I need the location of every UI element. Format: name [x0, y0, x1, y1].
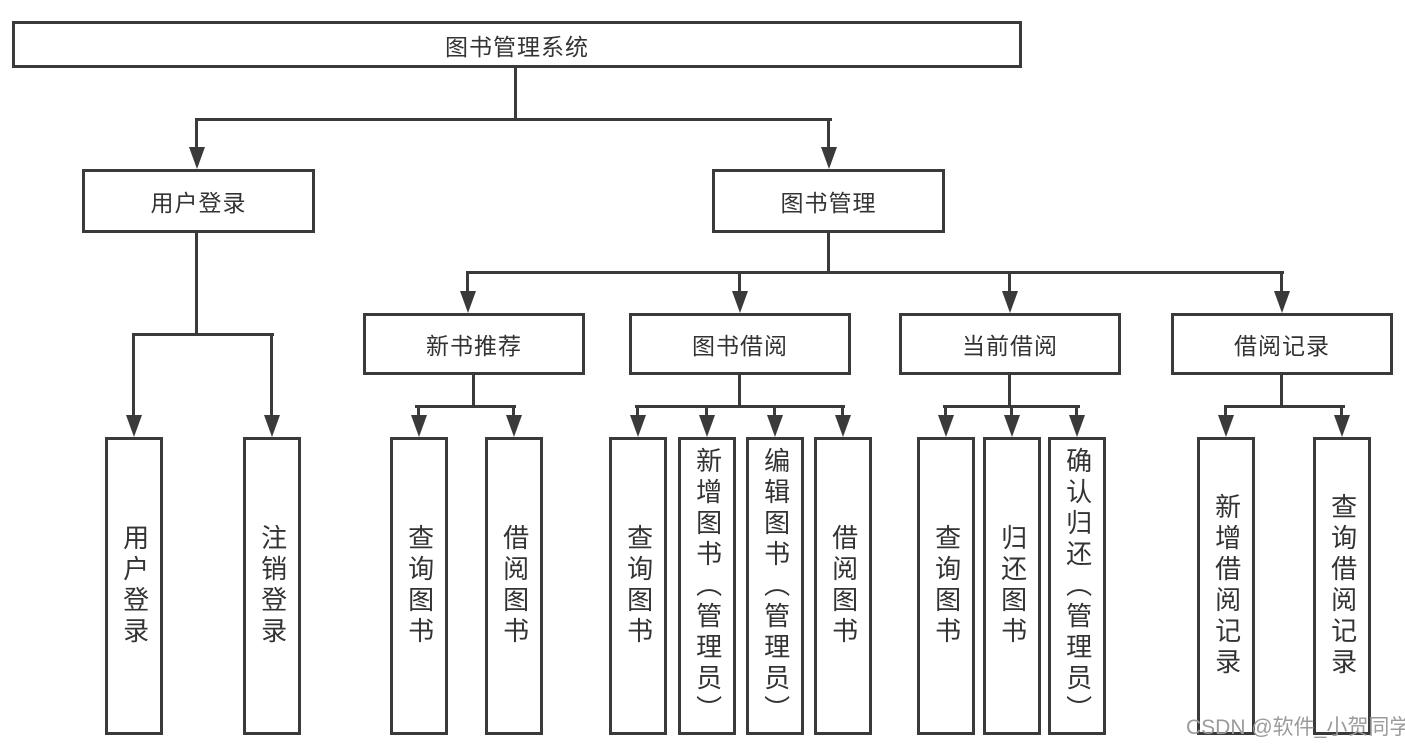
connector-login-leaf-shaft [132, 333, 135, 417]
leaf-borrow-books-1-label: 借阅图书 [499, 524, 530, 648]
connector-leaf-shaft [512, 405, 515, 418]
arrow-down-icon [1218, 415, 1234, 437]
arrow-down-icon [699, 415, 715, 437]
node-book-management: 图书管理 [712, 169, 945, 233]
connector-current-borrow-stem [1008, 374, 1011, 407]
arrow-down-icon [189, 147, 205, 169]
leaf-user-login: 用户登录 [105, 437, 163, 735]
connector-book-borrow-stem [738, 374, 741, 407]
connector-current-borrow-shaft [1008, 271, 1011, 294]
arrow-down-icon [767, 415, 783, 437]
connector-book-mgmt-stem [827, 232, 830, 273]
connector-leaf-shaft [417, 405, 420, 418]
connector-book-borrow-bar [635, 405, 845, 408]
leaf-query-borrow-record-label: 查询借阅记录 [1327, 493, 1358, 679]
connector-borrow-records-bar [1224, 405, 1345, 408]
node-book-borrowing-label: 图书借阅 [692, 333, 788, 359]
leaf-user-login-label: 用户登录 [119, 524, 150, 648]
arrow-down-icon [732, 291, 748, 313]
arrow-down-icon [1274, 291, 1290, 313]
node-user-login: 用户登录 [82, 169, 315, 233]
leaf-borrow-books-2-label: 借阅图书 [828, 524, 859, 648]
leaf-logout: 注销登录 [243, 437, 301, 735]
arrow-down-icon [411, 415, 427, 437]
node-root-label: 图书管理系统 [445, 33, 589, 60]
arrow-down-icon [460, 291, 476, 313]
leaf-add-borrow-record: 新增借阅记录 [1197, 437, 1255, 735]
leaf-query-borrow-record: 查询借阅记录 [1313, 437, 1371, 735]
node-new-book-recommend-label: 新书推荐 [426, 333, 522, 359]
connector-level1-bar [195, 118, 832, 121]
leaf-borrow-books-2: 借阅图书 [814, 437, 872, 735]
node-user-login-label: 用户登录 [150, 190, 247, 216]
node-root-library-management-system: 图书管理系统 [12, 21, 1022, 68]
leaf-query-books-1-label: 查询图书 [404, 524, 435, 648]
arrow-down-icon [506, 415, 522, 437]
connector-logout-leaf-shaft [270, 333, 273, 417]
node-new-book-recommend: 新书推荐 [363, 313, 585, 375]
connector-leaf-shaft [1224, 405, 1227, 418]
connector-leaf-shaft [705, 405, 708, 418]
connector-leaf-shaft [1075, 405, 1078, 418]
connector-root-stem [514, 66, 517, 120]
connector-new-books-stem [472, 374, 475, 407]
arrow-down-icon [630, 415, 646, 437]
arrow-down-icon [1002, 291, 1018, 313]
leaf-confirm-return-admin-label: 确认归还（管理员） [1062, 446, 1093, 726]
arrow-down-icon [938, 415, 954, 437]
leaf-return-books-label: 归还图书 [997, 524, 1028, 648]
leaf-logout-label: 注销登录 [257, 524, 288, 648]
arrow-down-icon [1004, 415, 1020, 437]
arrow-down-icon [1334, 415, 1350, 437]
connector-book-mgmt-shaft [827, 118, 830, 150]
connector-leaf-shaft [841, 405, 844, 418]
node-current-borrowing-label: 当前借阅 [962, 333, 1058, 359]
node-book-management-label: 图书管理 [780, 190, 877, 216]
connector-borrow-records-shaft [1280, 271, 1283, 294]
leaf-edit-books-admin: 编辑图书（管理员） [746, 437, 804, 735]
connector-level3-bar [466, 271, 1284, 274]
connector-user-login-bar [132, 333, 274, 336]
leaf-add-borrow-record-label: 新增借阅记录 [1211, 493, 1242, 679]
node-borrowing-records: 借阅记录 [1171, 313, 1393, 375]
connector-new-books-bar [415, 405, 516, 408]
leaf-query-books-2: 查询图书 [609, 437, 667, 735]
connector-leaf-shaft [636, 405, 639, 418]
connector-leaf-shaft [1340, 405, 1343, 418]
connector-borrow-records-stem [1280, 374, 1283, 407]
connector-leaf-shaft [1010, 405, 1013, 418]
arrow-down-icon [1069, 415, 1085, 437]
csdn-watermark: CSDN @软件_小贺同学 [1186, 716, 1405, 739]
connector-book-borrow-shaft [738, 271, 741, 294]
leaf-confirm-return-admin: 确认归还（管理员） [1048, 437, 1106, 735]
node-borrowing-records-label: 借阅记录 [1234, 333, 1330, 359]
arrow-down-icon [126, 415, 142, 437]
leaf-edit-books-admin-label: 编辑图书（管理员） [760, 446, 791, 726]
arrow-down-icon [835, 415, 851, 437]
leaf-add-books-admin-label: 新增图书（管理员） [692, 446, 723, 726]
leaf-add-books-admin: 新增图书（管理员） [678, 437, 736, 735]
arrow-down-icon [821, 147, 837, 169]
connector-user-login-shaft [195, 118, 198, 150]
connector-leaf-shaft [773, 405, 776, 418]
node-current-borrowing: 当前借阅 [899, 313, 1121, 375]
leaf-query-books-1: 查询图书 [390, 437, 448, 735]
leaf-query-books-2-label: 查询图书 [623, 524, 654, 648]
leaf-query-books-3-label: 查询图书 [931, 524, 962, 648]
leaf-borrow-books-1: 借阅图书 [485, 437, 543, 735]
leaf-query-books-3: 查询图书 [917, 437, 975, 735]
leaf-return-books: 归还图书 [983, 437, 1041, 735]
connector-user-login-stem [195, 232, 198, 336]
connector-new-books-shaft [466, 271, 469, 294]
arrow-down-icon [264, 415, 280, 437]
node-book-borrowing: 图书借阅 [629, 313, 851, 375]
connector-leaf-shaft [944, 405, 947, 418]
